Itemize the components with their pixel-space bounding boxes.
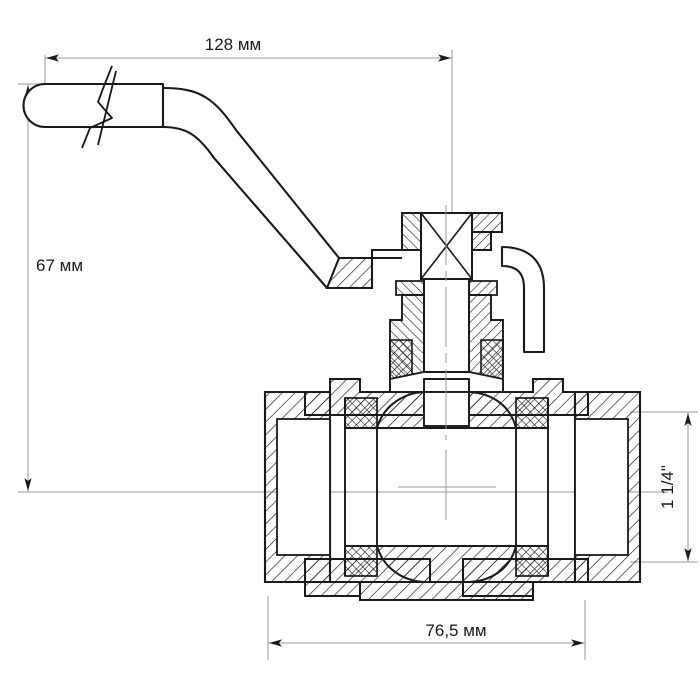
handle-lever-hatched-end (325, 256, 374, 290)
stem-nut-right-lower (471, 231, 492, 251)
ball-lower (375, 545, 518, 583)
port-right-bore (574, 418, 629, 556)
handle-lever-top-edge (162, 86, 340, 259)
dimension-label-67: 67 мм (36, 256, 83, 275)
stem-nut-left (401, 212, 422, 251)
gland-washer-left (395, 280, 425, 296)
dimension-thread-size: 1 1/4" (630, 411, 698, 563)
dimension-body-length: 76,5 мм (267, 596, 586, 660)
port-left-bore (276, 418, 331, 556)
seat-right-lower (515, 545, 549, 577)
dimension-label-765: 76,5 мм (425, 621, 486, 640)
stem-packing-left (389, 339, 413, 381)
body-bottom-rail (359, 581, 534, 601)
seat-left-lower (344, 545, 378, 577)
center-lines (398, 205, 496, 520)
break-symbol (97, 70, 117, 146)
handle-stop-lug (500, 245, 546, 354)
body-neck-collar (389, 371, 504, 393)
handle-lever-bottom-edge (162, 125, 328, 289)
handle-assembly (22, 65, 374, 290)
gland-washer-right (468, 280, 498, 296)
valve-body (263, 371, 642, 601)
seat-left-upper (344, 397, 378, 429)
handle-grip (22, 82, 165, 129)
stem-nut-left-shoulder (371, 213, 403, 259)
dimension-label-128: 128 мм (205, 35, 261, 54)
dimension-label-thread: 1 1/4" (658, 465, 677, 509)
dimension-handle-length: 128 мм (44, 35, 453, 215)
stem-nut-right (471, 212, 503, 233)
seat-right-upper (515, 397, 549, 429)
stem-packing-right (480, 339, 504, 381)
break-symbol-zigzag (81, 65, 113, 149)
